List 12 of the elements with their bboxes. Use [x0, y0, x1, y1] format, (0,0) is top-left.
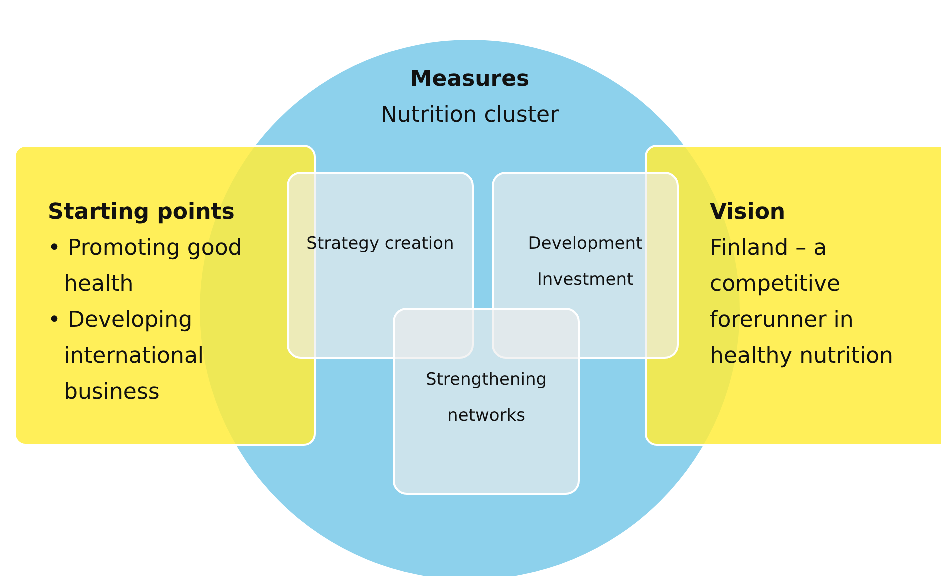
body-text: Nutrition cluster: [380, 102, 560, 130]
body-text: Finland – a competitive forerunner in healthy nutrition: [710, 235, 894, 371]
bullet-item: • Developing international business: [48, 307, 206, 407]
body-text: Strengthening networks: [424, 369, 548, 428]
bullet-item: • Promoting good health: [48, 235, 244, 299]
heading: Starting points: [48, 199, 236, 227]
body-text: Development Investment: [527, 233, 644, 292]
body-text: Strategy creation: [306, 233, 456, 256]
heading: Vision: [710, 199, 787, 227]
heading: Measures: [410, 66, 530, 94]
measure-card: [393, 308, 580, 495]
info-card: [645, 145, 941, 446]
